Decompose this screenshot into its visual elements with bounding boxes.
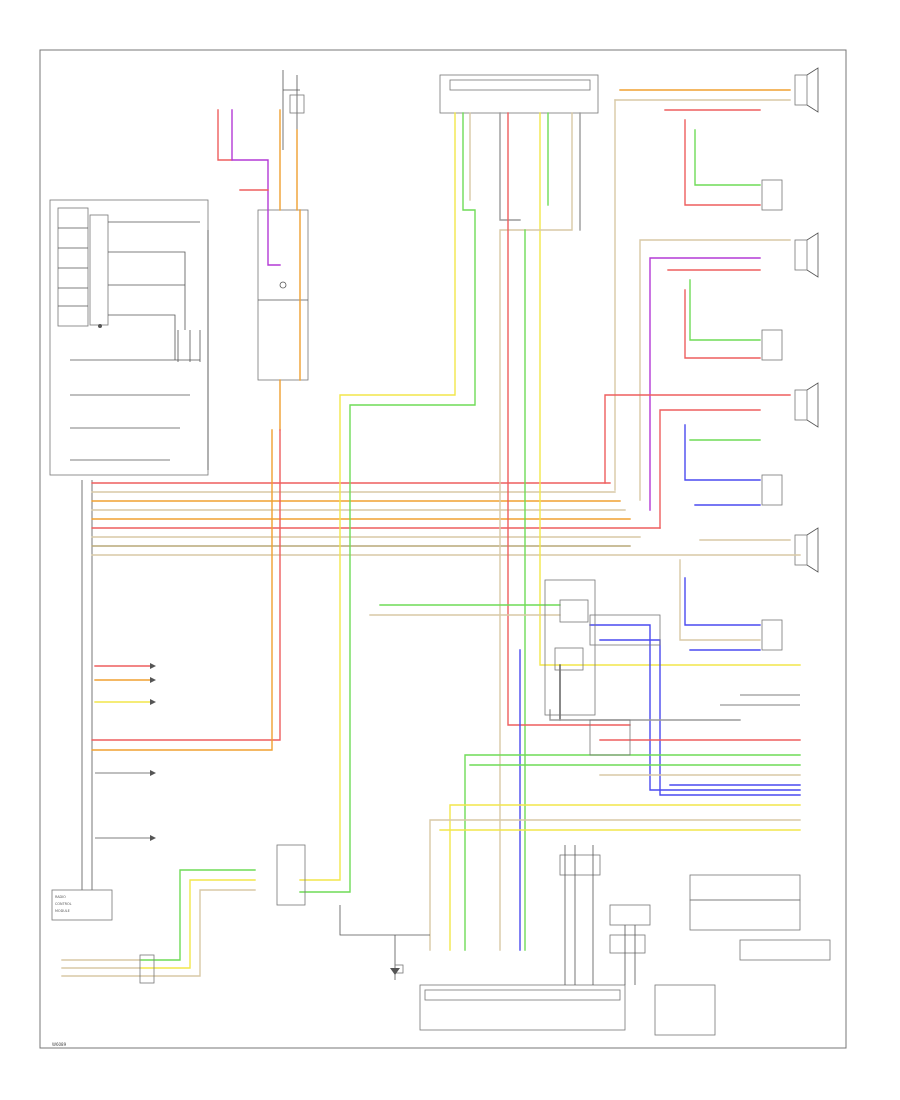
svg-text:CONTROL: CONTROL [55,902,72,906]
left-stub-leads [94,663,156,841]
right-legend-group [689,874,831,961]
lower-wires [139,604,801,980]
page-reference: W6089 [52,1042,67,1047]
svg-text:MODULE: MODULE [55,909,70,913]
speakers-right [761,67,819,651]
external-audio-input-connector [61,954,155,984]
fuse-wires [91,109,301,751]
inline-connectors [276,579,661,975]
top-amplifier-module [439,74,599,114]
left-connector-pins: RADIO CONTROL MODULE [51,480,113,921]
vertical-signal-wires [299,112,801,951]
left-control-module [49,199,209,476]
speaker-wires [604,89,791,651]
svg-text:RADIO: RADIO [55,895,66,899]
bottom-amplifier-module [419,845,716,1036]
diagram-frame [39,49,847,1049]
horizontal-bus [91,482,801,556]
